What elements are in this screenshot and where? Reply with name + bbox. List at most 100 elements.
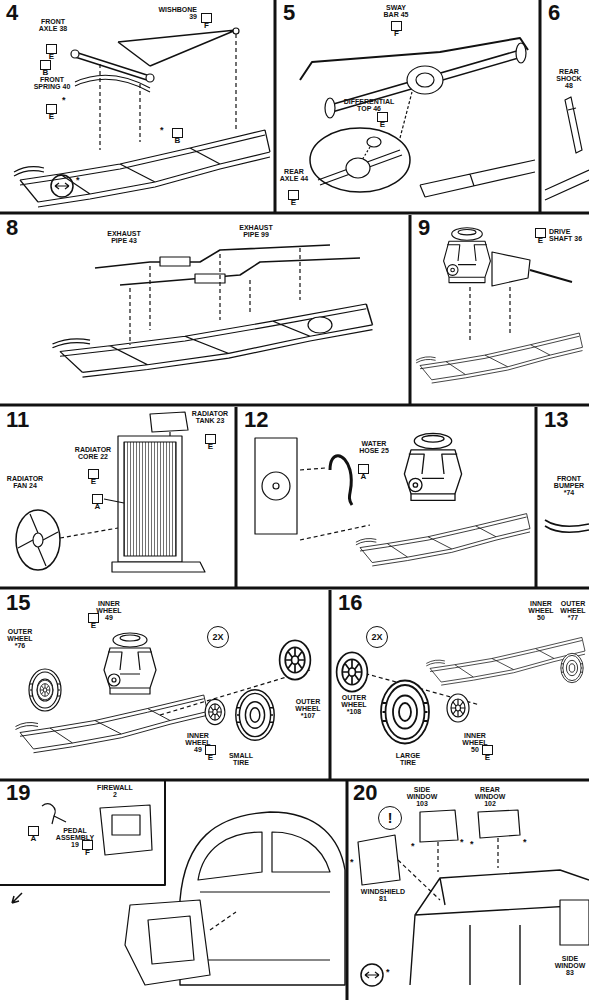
step-11-art-stroke (150, 412, 188, 432)
step-12-art-stroke (300, 468, 370, 540)
step-8-art-stroke (308, 317, 332, 333)
asterisk-mark: * (76, 176, 84, 185)
step-6-art-stroke (565, 97, 582, 153)
part-letter-box: E (482, 745, 493, 755)
step-panel: 5FEE (277, 0, 540, 212)
asterisk-mark: * (386, 968, 394, 977)
step-11-art-stroke (112, 562, 205, 572)
step-5-art-stroke (516, 43, 526, 63)
step-4-art-stroke (55, 183, 69, 189)
step-number: 9 (418, 217, 430, 239)
part-letter: F (204, 22, 209, 30)
step-panel: 19AF (0, 780, 345, 1000)
step-15-art-stroke (37, 680, 52, 700)
step-panel: 9E (412, 215, 589, 403)
step-number: 4 (6, 2, 18, 24)
step-panel: 12A (238, 407, 536, 586)
part-letter: E (91, 478, 96, 486)
part-callout: SMALL TIRE (226, 752, 256, 766)
part-callout: SIDE WINDOW 83 (553, 955, 587, 976)
step-11-art-stroke (124, 442, 176, 556)
part-letter: 2X (212, 633, 223, 642)
part-letter-box: B (172, 128, 183, 138)
step-19-art-stroke (12, 893, 22, 903)
step-6-art-stroke (568, 108, 576, 110)
step-20-art-stroke (478, 810, 520, 838)
part-letter: A (361, 473, 367, 481)
step-12-art-stroke (330, 456, 352, 505)
step-number: 6 (548, 2, 560, 24)
step-number: 20 (353, 782, 377, 804)
step-16-art-stroke (426, 637, 585, 685)
step-number: 12 (244, 409, 268, 431)
part-letter: E (380, 121, 385, 129)
step-4-art-stroke (100, 34, 236, 150)
asterisk-mark: * (62, 96, 70, 105)
part-callout: INNER WHEEL 50 (460, 732, 490, 753)
part-letter: E (91, 622, 96, 630)
asterisk-mark: * (523, 838, 531, 847)
step-9-art-stroke (530, 270, 572, 282)
step-5-art-stroke (325, 98, 335, 118)
step-19-art-stroke (100, 805, 152, 855)
part-letter: F (394, 30, 399, 38)
part-callout: WINDSHIELD 81 (356, 888, 410, 902)
part-callout: FRONT AXLE 38 (38, 18, 68, 32)
part-letter-box: E (46, 44, 57, 54)
step-19-art-stroke (210, 912, 236, 930)
step-number: 15 (6, 592, 30, 614)
step-number: 11 (6, 409, 29, 431)
part-callout: OUTER WHEEL *107 (290, 698, 326, 719)
step-number: 19 (6, 782, 30, 804)
part-callout: OUTER WHEEL *108 (336, 694, 372, 715)
part-letter: B (175, 137, 181, 145)
step-4-art-stroke (14, 130, 270, 207)
part-letter-box: E (535, 228, 546, 238)
step-19-art-stroke (198, 832, 330, 960)
part-letter: A (95, 503, 101, 511)
step-5-art-stroke (416, 73, 434, 87)
step-19-art-stroke (125, 900, 210, 985)
step-12-art-stroke (404, 433, 461, 500)
step-5-art-stroke (400, 92, 412, 138)
step-5-art-stroke (346, 158, 370, 178)
step-15-art (16, 633, 311, 753)
step-panel: 11EE A (0, 407, 236, 586)
step-6-art (545, 97, 589, 200)
part-letter-box: E (88, 613, 99, 623)
part-letter-box: E (88, 469, 99, 479)
part-callout: FRONT SPRING 40 (33, 76, 71, 90)
step-19-art (12, 804, 345, 985)
step-12-art-stroke (262, 472, 290, 500)
step-20-art-stroke (398, 838, 498, 900)
step-20-art-stroke (365, 972, 379, 978)
step-5-art-stroke (318, 150, 402, 185)
part-letter: E (538, 237, 543, 245)
step-20-art (358, 810, 589, 986)
step-6-art-stroke (545, 170, 589, 200)
asterisk-mark: * (470, 840, 478, 849)
step-11-art (16, 412, 205, 572)
step-11-art-stroke (18, 514, 58, 566)
part-letter: E (208, 754, 213, 762)
asterisk-mark: * (160, 126, 168, 135)
part-letter-box: A (358, 464, 369, 474)
step-9-art-stroke (416, 333, 582, 383)
part-callout: RADIATOR TANK 23 (190, 410, 230, 424)
step-11-art-stroke (16, 510, 60, 570)
part-letter: E (485, 754, 490, 762)
step-15-art-stroke (280, 640, 311, 679)
step-11-art-stroke (60, 528, 118, 538)
step-12-art (255, 433, 530, 566)
step-13-art-stroke (545, 520, 589, 532)
part-callout: REAR SHOCK 48 (552, 68, 586, 89)
part-callout: EXHAUST PIPE 99 (236, 224, 276, 238)
step-8-art-stroke (130, 248, 300, 345)
step-5-art-stroke (367, 137, 381, 147)
step-8-art-stroke (120, 258, 360, 285)
step-19-art-stroke (148, 916, 194, 964)
step-11-art-stroke (118, 436, 182, 562)
part-callout: INNER WHEEL 49 (183, 732, 213, 753)
symbol-circle: ! (378, 806, 402, 830)
